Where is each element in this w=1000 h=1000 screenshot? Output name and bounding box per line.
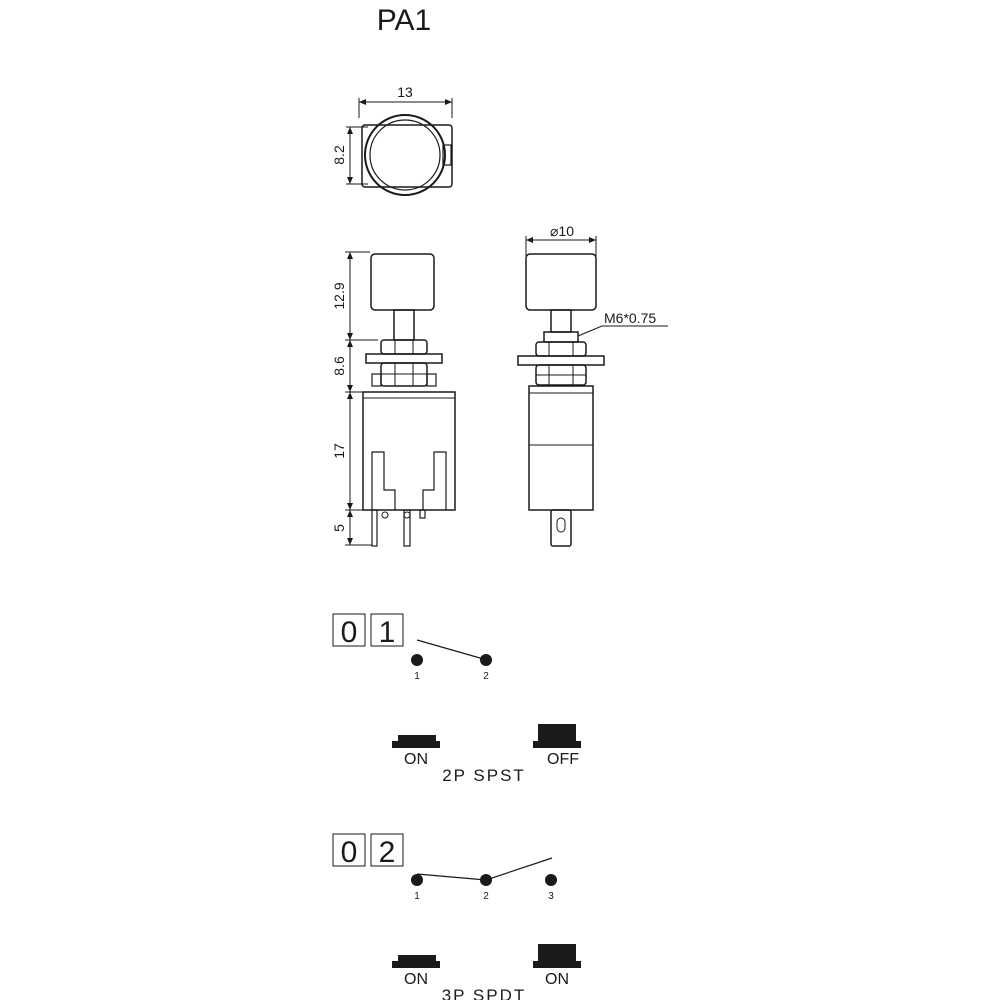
variant-01-off-button-icon — [533, 724, 581, 748]
dim-diameter: ⌀10 — [550, 223, 574, 239]
variant-02-pin-3-label: 3 — [548, 891, 554, 902]
side-view: ⌀10 M6*0.75 — [517, 223, 668, 547]
variant-01-state-1: ON — [404, 751, 428, 768]
variant-02-state-2: ON — [545, 971, 569, 988]
dim-cap-height: 12.9 — [331, 282, 347, 309]
variant-01-pin-2-dot — [480, 654, 492, 666]
variant-02-pin-1-dot — [411, 874, 423, 886]
variant-01-code-digit-2: 1 — [379, 616, 396, 649]
dim-bushing-height: 8.6 — [331, 356, 347, 376]
variant-02-code-digit-2: 2 — [379, 836, 396, 869]
variant-02-type-label: 3P SPDT — [442, 986, 527, 1000]
variant-02: 0 2 1 2 3 ON ON 3P SPDT — [332, 833, 581, 1000]
top-view: 13 8.2 — [331, 84, 453, 196]
variant-01: 0 1 1 2 ON OFF 2P SPST — [332, 613, 581, 785]
variant-01-code-digit-1: 0 — [341, 616, 358, 649]
dim-top-width: 13 — [397, 84, 413, 100]
variant-01-pin-1-dot — [411, 654, 423, 666]
variant-02-pin-3-dot — [545, 874, 557, 886]
variant-02-state-1: ON — [404, 971, 428, 988]
front-view: 12.9 8.6 17 5 — [331, 251, 456, 547]
dim-body-height: 17 — [331, 443, 347, 459]
variant-01-state-2: OFF — [547, 751, 579, 768]
dim-terminal-length: 5 — [331, 524, 347, 532]
dim-top-height: 8.2 — [331, 145, 347, 165]
variant-02-pin-1-label: 1 — [414, 891, 420, 902]
variant-02-on-button-icon — [392, 955, 440, 968]
variant-02-pin-2-label: 2 — [483, 891, 489, 902]
variant-01-pin-2-label: 2 — [483, 671, 489, 682]
variant-02-on-alt-button-icon — [533, 944, 581, 968]
variant-01-on-button-icon — [392, 735, 440, 748]
variant-02-code-digit-1: 0 — [341, 836, 358, 869]
dim-thread: M6*0.75 — [604, 310, 656, 326]
drawing-title: PA1 — [377, 4, 431, 37]
variant-02-pin-2-dot — [480, 874, 492, 886]
variant-01-pin-1-label: 1 — [414, 671, 420, 682]
variant-01-type-label: 2P SPST — [442, 766, 526, 785]
